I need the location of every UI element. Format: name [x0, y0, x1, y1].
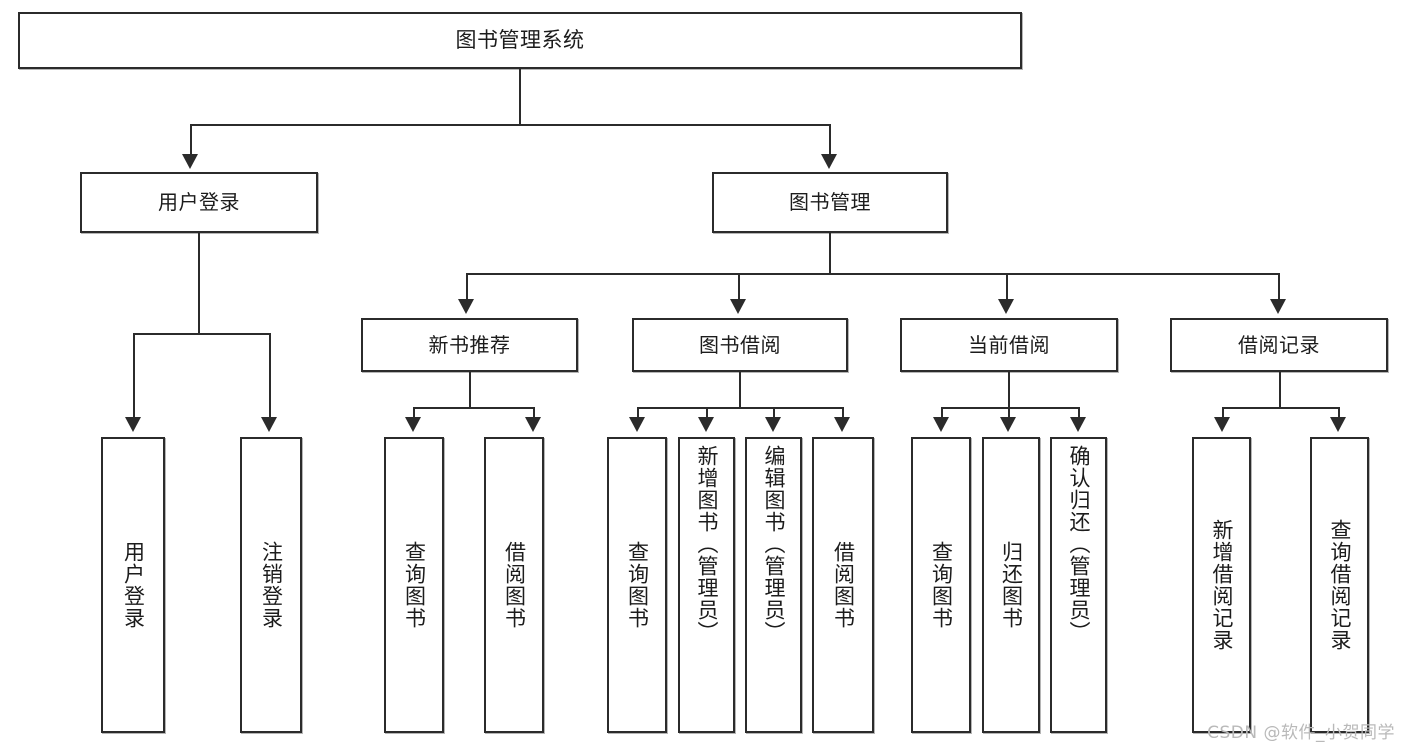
- arrow-to-current-borrow: [998, 299, 1014, 314]
- node-label: 归还图书: [999, 541, 1024, 629]
- arrow-to-book-borrow: [730, 299, 746, 314]
- leaf-borrow-book-1[interactable]: 借阅图书: [484, 437, 544, 733]
- arrow-to-leaf-user-login: [125, 417, 141, 432]
- leaf-borrow-book-2[interactable]: 借阅图书: [812, 437, 874, 733]
- arrow-to-leaf-borrow-book-1: [525, 417, 541, 432]
- connector-book-borrow-drop-2: [706, 407, 708, 419]
- node-user-login[interactable]: 用户登录: [80, 172, 318, 233]
- node-label: 图书管理系统: [455, 28, 585, 53]
- leaf-user-logout[interactable]: 注销登录: [240, 437, 302, 733]
- node-label: 查询图书: [625, 541, 650, 629]
- arrow-to-leaf-return-book: [1000, 417, 1016, 432]
- leaf-add-record[interactable]: 新增借阅记录: [1192, 437, 1251, 733]
- arrow-to-leaf-query-book-3: [933, 417, 949, 432]
- leaf-add-book[interactable]: 新增图书（管理员）: [678, 437, 735, 733]
- node-label: 图书管理: [789, 190, 871, 214]
- connector-borrow-record-bus: [1222, 407, 1340, 409]
- connector-current-borrow-stem: [1008, 372, 1010, 407]
- connector-book-manage-drop-4: [1278, 273, 1280, 301]
- node-current-borrow[interactable]: 当前借阅: [900, 318, 1118, 372]
- node-root-system[interactable]: 图书管理系统: [18, 12, 1022, 69]
- leaf-return-book[interactable]: 归还图书: [982, 437, 1040, 733]
- arrow-to-new-book-recommend: [458, 299, 474, 314]
- connector-book-manage-drop-3: [1006, 273, 1008, 301]
- arrow-to-leaf-add-record: [1214, 417, 1230, 432]
- connector-book-manage-drop-1: [466, 273, 468, 301]
- node-label: 查询图书: [402, 541, 427, 629]
- node-book-borrow[interactable]: 图书借阅: [632, 318, 848, 372]
- arrow-to-leaf-confirm-return: [1070, 417, 1086, 432]
- connector-new-book-drop-1: [413, 407, 415, 419]
- connector-current-borrow-drop-2: [1008, 407, 1010, 419]
- connector-user-login-stem: [198, 233, 200, 333]
- node-label: 用户登录: [158, 190, 240, 214]
- connector-book-borrow-drop-1: [637, 407, 639, 419]
- leaf-query-book-3[interactable]: 查询图书: [911, 437, 971, 733]
- arrow-to-leaf-user-logout: [261, 417, 277, 432]
- leaf-confirm-return[interactable]: 确认归还（管理员）: [1050, 437, 1107, 733]
- arrow-to-borrow-record: [1270, 299, 1286, 314]
- connector-current-borrow-drop-1: [941, 407, 943, 419]
- connector-book-borrow-stem: [739, 372, 741, 407]
- node-book-manage[interactable]: 图书管理: [712, 172, 948, 233]
- arrow-to-leaf-borrow-book-2: [834, 417, 850, 432]
- connector-new-book-drop-2: [533, 407, 535, 419]
- connector-new-book-stem: [469, 372, 471, 407]
- connector-user-login-bus: [133, 333, 271, 335]
- leaf-user-login[interactable]: 用户登录: [101, 437, 165, 733]
- node-label: 查询图书: [929, 541, 954, 629]
- connector-book-manage-bus: [466, 273, 1278, 275]
- node-new-book-recommend[interactable]: 新书推荐: [361, 318, 578, 372]
- arrow-to-leaf-query-book-1: [405, 417, 421, 432]
- arrow-to-leaf-add-book: [698, 417, 714, 432]
- connector-borrow-record-drop-1: [1222, 407, 1224, 419]
- node-label: 确认归还（管理员）: [1066, 445, 1091, 643]
- connector-user-login-drop-1: [133, 333, 135, 419]
- connector-book-borrow-bus: [637, 407, 844, 409]
- node-label: 注销登录: [259, 541, 284, 629]
- connector-new-book-bus: [413, 407, 533, 409]
- node-label: 新增借阅记录: [1209, 519, 1234, 651]
- node-label: 借阅记录: [1238, 332, 1320, 357]
- node-label: 新书推荐: [428, 332, 511, 357]
- connector-root-to-user-login: [190, 124, 192, 156]
- node-label: 借阅图书: [502, 541, 527, 629]
- leaf-edit-book[interactable]: 编辑图书（管理员）: [745, 437, 802, 733]
- connector-user-login-drop-2: [269, 333, 271, 419]
- leaf-query-book-1[interactable]: 查询图书: [384, 437, 444, 733]
- node-label: 新增图书（管理员）: [694, 445, 719, 643]
- node-label: 图书借阅: [699, 332, 781, 357]
- node-label: 借阅图书: [831, 541, 856, 629]
- arrow-to-leaf-query-book-2: [629, 417, 645, 432]
- connector-book-manage-drop-2: [738, 273, 740, 301]
- connector-root-bus: [190, 124, 830, 126]
- connector-root-to-book-manage: [829, 124, 831, 156]
- leaf-query-book-2[interactable]: 查询图书: [607, 437, 667, 733]
- csdn-watermark: CSDN @软件_小贺同学: [1207, 723, 1395, 743]
- connector-book-manage-stem: [829, 233, 831, 273]
- arrow-to-leaf-edit-book: [765, 417, 781, 432]
- connector-book-borrow-drop-4: [842, 407, 844, 419]
- connector-book-borrow-drop-3: [773, 407, 775, 419]
- node-borrow-record[interactable]: 借阅记录: [1170, 318, 1388, 372]
- connector-current-borrow-bus: [941, 407, 1080, 409]
- connector-borrow-record-drop-2: [1338, 407, 1340, 419]
- leaf-query-record[interactable]: 查询借阅记录: [1310, 437, 1369, 733]
- node-label: 用户登录: [121, 541, 146, 629]
- connector-borrow-record-stem: [1279, 372, 1281, 407]
- arrow-root-to-user-login: [182, 154, 198, 169]
- node-label: 当前借阅: [968, 332, 1050, 357]
- connector-current-borrow-drop-3: [1078, 407, 1080, 419]
- arrow-to-leaf-query-record: [1330, 417, 1346, 432]
- node-label: 查询借阅记录: [1327, 519, 1352, 651]
- connector-root-stem: [519, 69, 521, 124]
- node-label: 编辑图书（管理员）: [761, 445, 786, 643]
- arrow-root-to-book-manage: [821, 154, 837, 169]
